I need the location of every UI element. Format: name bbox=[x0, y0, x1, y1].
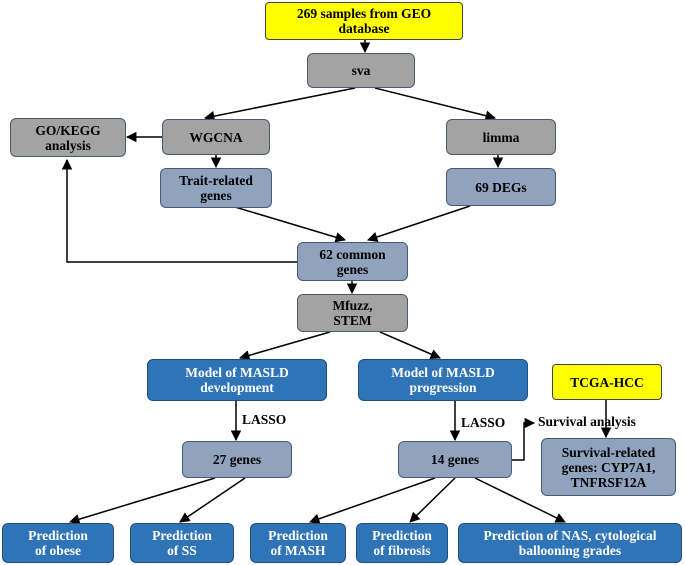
arrow-mfuzz-to-prog bbox=[379, 331, 441, 360]
arrow-common-to-gokegg bbox=[61, 158, 297, 263]
model-progression-box: Model of MASLD progression bbox=[358, 359, 528, 401]
prediction-obese-box: Prediction of obese bbox=[2, 523, 114, 563]
go-kegg-box: GO/KEGG analysis bbox=[10, 118, 126, 157]
arrow-sva-to-wgcna bbox=[203, 87, 356, 122]
arrow-14genes-to-fibrosis bbox=[409, 477, 456, 523]
prediction-mash-box: Prediction of MASH bbox=[250, 523, 346, 563]
trait-related-genes-box: Trait-related genes bbox=[160, 168, 272, 208]
genes-14-box: 14 genes bbox=[398, 441, 512, 478]
arrow-mfuzz-to-dev bbox=[238, 331, 331, 361]
survival-analysis-label: Survival analysis bbox=[538, 414, 636, 429]
prediction-fibrosis-box: Prediction of fibrosis bbox=[356, 523, 448, 563]
arrow-14genes-to-nas bbox=[474, 477, 566, 523]
common-genes-box: 62 common genes bbox=[297, 242, 408, 281]
arrow-degs-to-common bbox=[367, 205, 471, 242]
arrow-27genes-to-obese bbox=[68, 477, 216, 525]
arrow-27genes-to-ss bbox=[179, 477, 246, 523]
genes-27-box: 27 genes bbox=[182, 441, 292, 478]
prediction-ss-box: Prediction of SS bbox=[130, 523, 234, 563]
arrow-sva-to-limma bbox=[374, 87, 497, 121]
arrow-14genes-to-mash bbox=[309, 477, 436, 524]
degs-box: 69 DEGs bbox=[446, 168, 556, 206]
lasso-left-label: LASSO bbox=[242, 412, 287, 427]
limma-box: limma bbox=[446, 119, 556, 155]
sva-box: sva bbox=[307, 53, 415, 88]
tcga-hcc-box: TCGA-HCC bbox=[552, 364, 662, 400]
mfuzz-stem-box: Mfuzz, STEM bbox=[297, 294, 408, 332]
lasso-right-label: LASSO bbox=[461, 415, 506, 430]
wgcna-box: WGCNA bbox=[162, 119, 270, 155]
model-development-box: Model of MASLD development bbox=[147, 359, 327, 401]
arrow-14genes-to-survival bbox=[512, 417, 536, 461]
arrow-trait-to-common bbox=[234, 206, 347, 243]
survival-related-genes-box: Survival-related genes: CYP7A1, TNFRSF12… bbox=[541, 438, 676, 496]
prediction-nas-box: Prediction of NAS, cytological balloonin… bbox=[458, 523, 682, 563]
geo-samples-box: 269 samples from GEO database bbox=[265, 2, 463, 40]
